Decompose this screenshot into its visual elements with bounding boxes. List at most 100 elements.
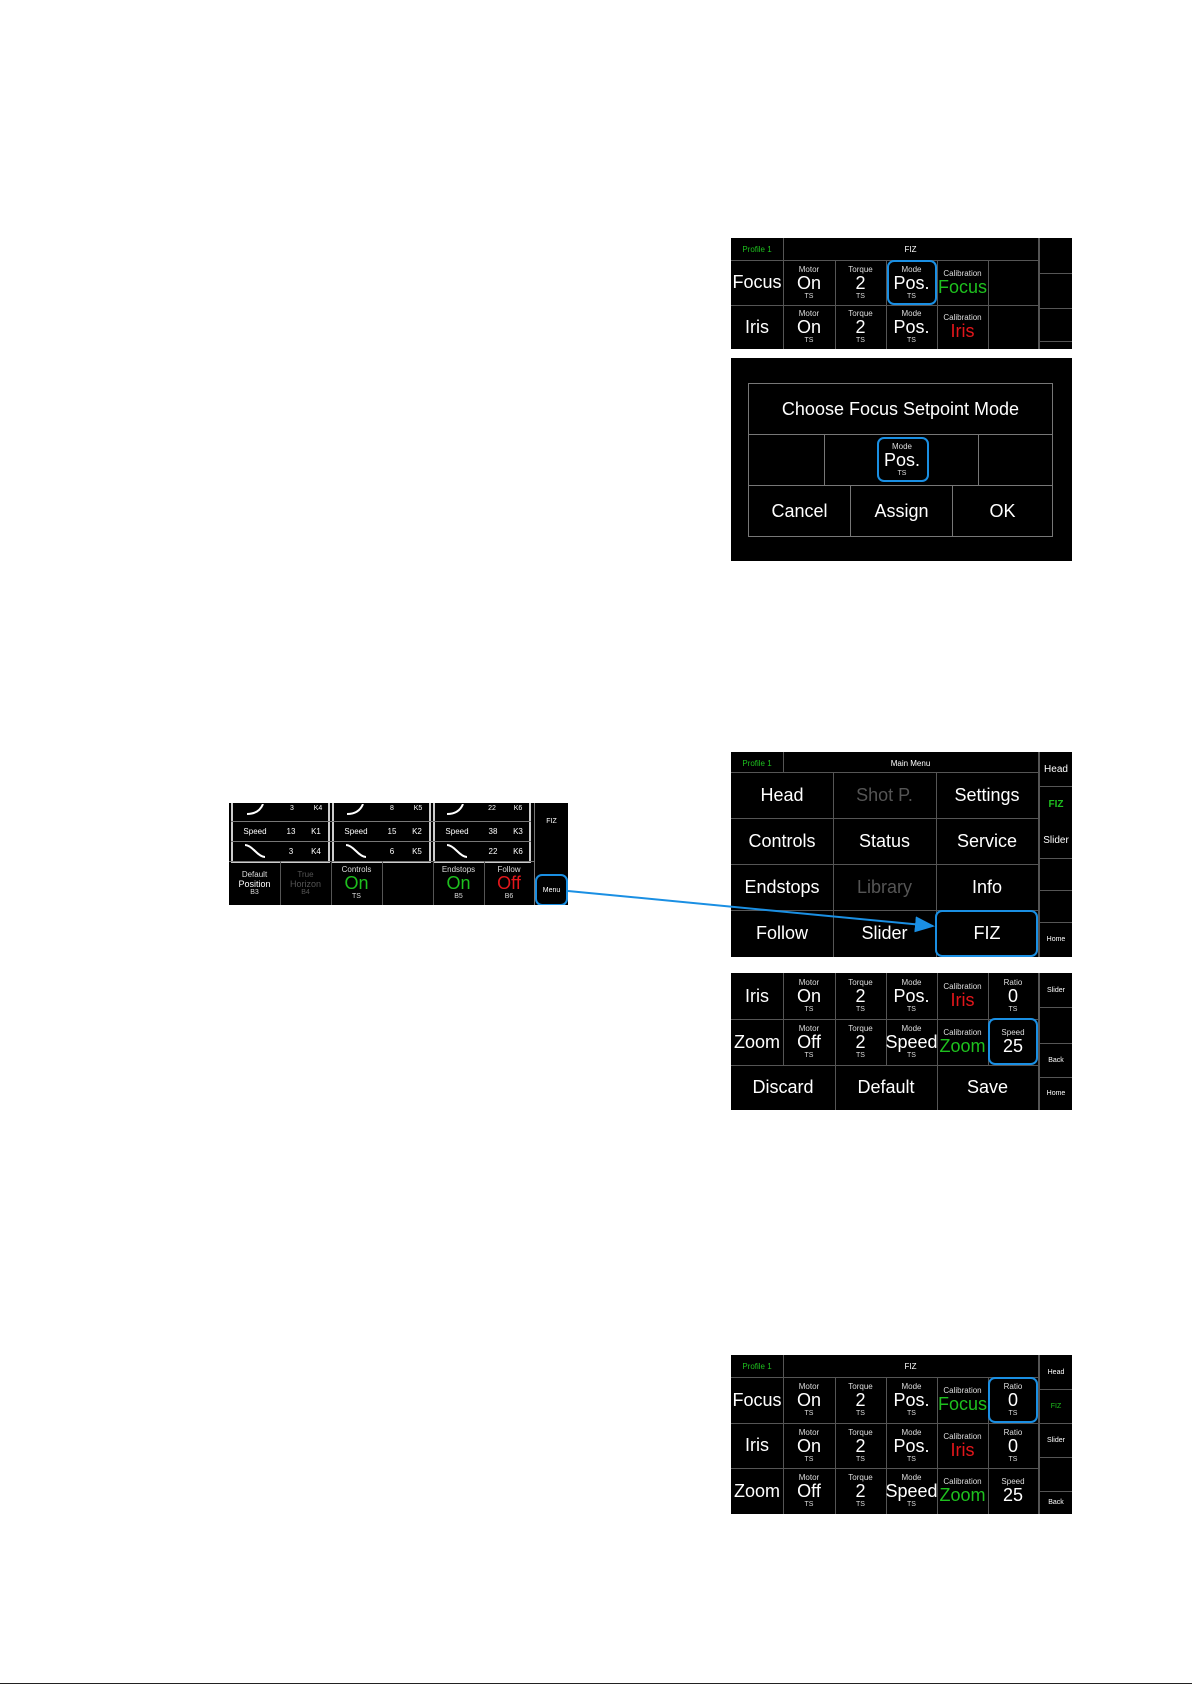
ratio-highlight	[988, 1377, 1038, 1423]
fiz-highlight	[935, 910, 1038, 957]
keyframe-speed-label[interactable]: Speed	[445, 826, 469, 836]
side-back-button[interactable]: Back	[1048, 1499, 1064, 1506]
side-slider-button[interactable]: Slider	[1047, 1436, 1065, 1444]
curve-down-icon[interactable]	[344, 843, 368, 859]
default-button[interactable]: Default	[857, 1077, 915, 1097]
page-footer-rule	[0, 1683, 1192, 1684]
menu-follow[interactable]: Follow	[755, 923, 808, 943]
speed-highlight	[988, 1018, 1038, 1065]
panel-title: Main Menu	[890, 758, 931, 768]
curve-down-icon[interactable]	[243, 843, 267, 859]
menu-endstops[interactable]: Endstops	[744, 876, 820, 897]
ok-button[interactable]: OK	[952, 485, 1053, 537]
row-label-iris[interactable]: Iris	[745, 985, 769, 1006]
menu-head[interactable]: Head	[760, 784, 804, 805]
save-button[interactable]: Save	[966, 1077, 1009, 1097]
menu-info[interactable]: Info	[971, 876, 1003, 897]
keyframe-speed-label[interactable]: Speed	[344, 826, 368, 836]
menu-settings[interactable]: Settings	[954, 784, 1020, 805]
side-home-button[interactable]: Home	[1046, 936, 1066, 943]
menu-fiz[interactable]: FIZ	[973, 923, 1001, 943]
curve-up-icon	[245, 803, 267, 815]
side-fiz-button[interactable]: FIZ	[1050, 1402, 1062, 1410]
menu-slider[interactable]: Slider	[861, 923, 908, 943]
side-home-button[interactable]: Home	[1046, 1090, 1066, 1097]
curve-down-icon[interactable]	[445, 843, 469, 859]
menu-status[interactable]: Status	[858, 830, 911, 851]
row-label-focus[interactable]: Focus	[732, 272, 782, 292]
keyframe-panel-crop: 3 K4 8 K5 22 K6 Speed 13 K1 Speed 15 K2 …	[229, 803, 568, 905]
curve-up-icon	[345, 803, 367, 815]
panel-title: FIZ	[904, 244, 917, 254]
discard-button[interactable]: Discard	[752, 1077, 814, 1097]
side-slider-button[interactable]: Slider	[1047, 986, 1065, 994]
menu-service[interactable]: Service	[956, 830, 1018, 851]
panel-title: FIZ	[904, 1361, 917, 1371]
row-label-zoom[interactable]: Zoom	[733, 1480, 780, 1501]
row-label-iris[interactable]: Iris	[745, 316, 769, 337]
row-label-iris[interactable]: Iris	[745, 1435, 769, 1455]
side-menu-button[interactable]: Menu	[542, 886, 561, 894]
side-fiz-button[interactable]: FIZ	[546, 817, 557, 825]
profile-label: Profile 1	[742, 758, 772, 768]
dialog-mode-highlight	[877, 437, 929, 482]
menu-controls[interactable]: Controls	[748, 830, 816, 851]
side-fiz-button[interactable]: FIZ	[1048, 798, 1064, 810]
profile-label: Profile 1	[742, 1361, 772, 1371]
menu-shot-p[interactable]: Shot P.	[856, 784, 913, 805]
focus-mode-highlight	[887, 260, 937, 305]
keyframe-speed-label[interactable]: Speed	[243, 826, 267, 836]
side-head-button[interactable]: Head	[1047, 1368, 1065, 1376]
row-label-zoom[interactable]: Zoom	[733, 1031, 780, 1052]
side-slider-button[interactable]: Slider	[1043, 834, 1069, 846]
menu-library[interactable]: Library	[856, 876, 913, 897]
row-label-focus[interactable]: Focus	[732, 1389, 782, 1410]
side-head-button[interactable]: Head	[1044, 763, 1068, 775]
side-back-button[interactable]: Back	[1048, 1056, 1064, 1064]
menu-highlight	[535, 874, 568, 905]
